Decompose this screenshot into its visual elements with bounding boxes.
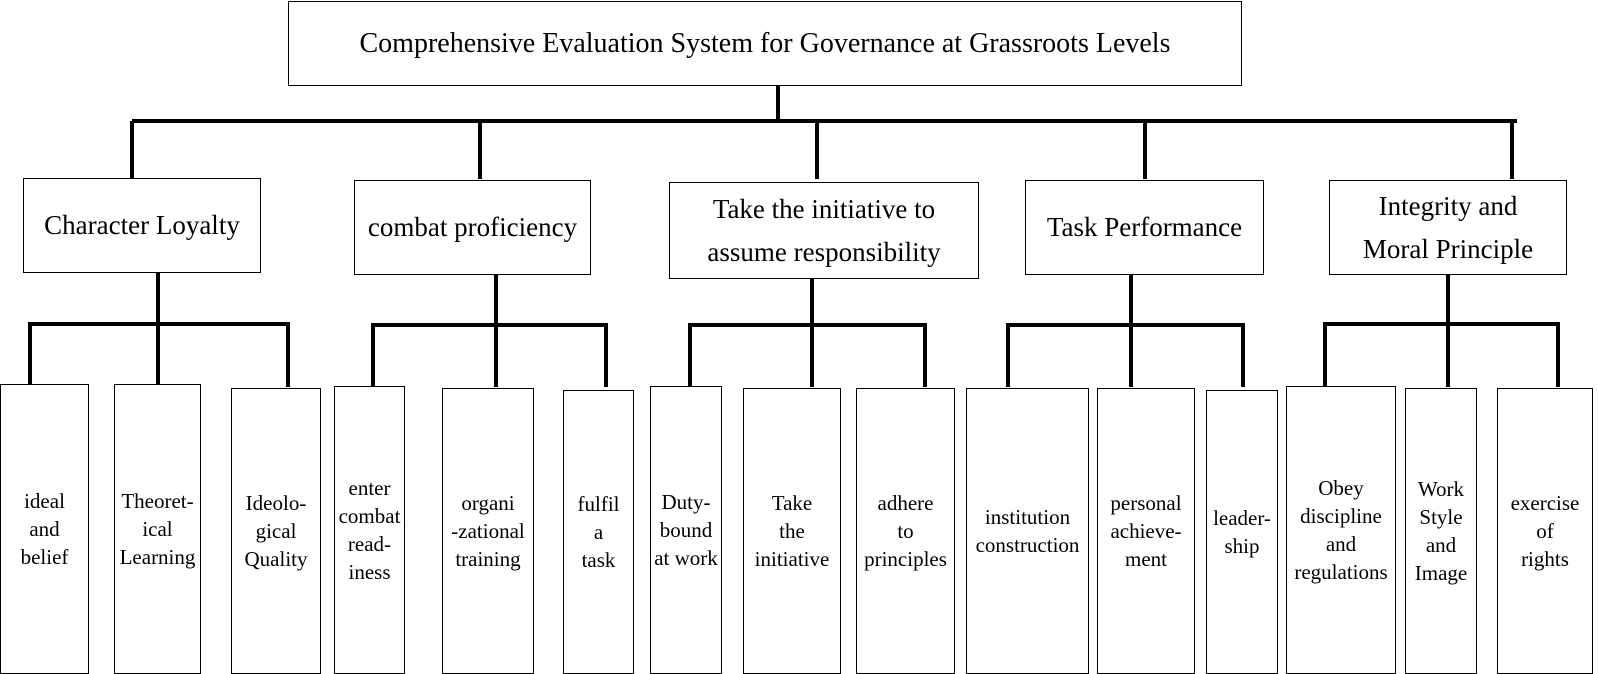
indicator-label: leader- ship bbox=[1213, 506, 1271, 558]
indicator-node: ideal and belief bbox=[0, 384, 89, 674]
indicator-label: organi -zational training bbox=[451, 491, 525, 571]
indicator-node: Ideolo- gical Quality bbox=[231, 388, 321, 674]
indicator-node: Work Style and Image bbox=[1405, 388, 1477, 674]
indicator-node: enter combat read- iness bbox=[334, 386, 405, 674]
dimension-node-task-performance: Task Performance bbox=[1025, 180, 1264, 275]
dimension-label: Character Loyalty bbox=[44, 210, 240, 240]
indicator-label: fulfil a task bbox=[577, 492, 620, 572]
indicator-label: Take the initiative bbox=[754, 491, 830, 571]
indicator-label: exercise of rights bbox=[1510, 491, 1580, 571]
indicator-node: organi -zational training bbox=[442, 388, 534, 674]
dimension-node-combat-proficiency: combat proficiency bbox=[354, 180, 591, 275]
indicator-node: fulfil a task bbox=[563, 390, 634, 674]
indicator-label: Theoret- ical Learning bbox=[119, 489, 196, 569]
indicator-node: personal achieve- ment bbox=[1097, 388, 1195, 674]
indicator-label: Work Style and Image bbox=[1414, 477, 1468, 585]
indicator-label: Ideolo- gical Quality bbox=[244, 491, 308, 571]
dimension-node-integrity: Integrity and Moral Principle bbox=[1329, 180, 1567, 275]
indicator-label: Duty- bound at work bbox=[654, 490, 718, 570]
indicator-label: Obey discipline and regulations bbox=[1294, 476, 1388, 584]
indicator-label: ideal and belief bbox=[20, 489, 69, 569]
root-node: Comprehensive Evaluation System for Gove… bbox=[288, 1, 1242, 86]
indicator-label: adhere to principles bbox=[864, 491, 947, 571]
dimension-label: Take the initiative to assume responsibi… bbox=[707, 193, 941, 267]
indicator-label: enter combat read- iness bbox=[338, 476, 401, 584]
indicator-label: institution construction bbox=[975, 505, 1080, 557]
indicator-node: leader- ship bbox=[1206, 390, 1278, 674]
dimension-label: Task Performance bbox=[1046, 212, 1243, 242]
indicator-node: adhere to principles bbox=[856, 388, 955, 674]
dimension-node-take-initiative: Take the initiative to assume responsibi… bbox=[669, 182, 979, 279]
indicator-node: Duty- bound at work bbox=[650, 386, 722, 674]
indicator-node: Take the initiative bbox=[743, 388, 841, 674]
dimension-label: Integrity and Moral Principle bbox=[1362, 190, 1534, 264]
indicator-node: institution construction bbox=[966, 388, 1089, 674]
dimension-label: combat proficiency bbox=[367, 212, 578, 242]
dimension-node-character-loyalty: Character Loyalty bbox=[23, 178, 261, 273]
indicator-label: personal achieve- ment bbox=[1110, 491, 1182, 571]
indicator-node: exercise of rights bbox=[1497, 388, 1593, 674]
indicator-node: Obey discipline and regulations bbox=[1286, 386, 1396, 674]
root-label: Comprehensive Evaluation System for Gove… bbox=[359, 27, 1171, 59]
indicator-node: Theoret- ical Learning bbox=[114, 384, 201, 674]
